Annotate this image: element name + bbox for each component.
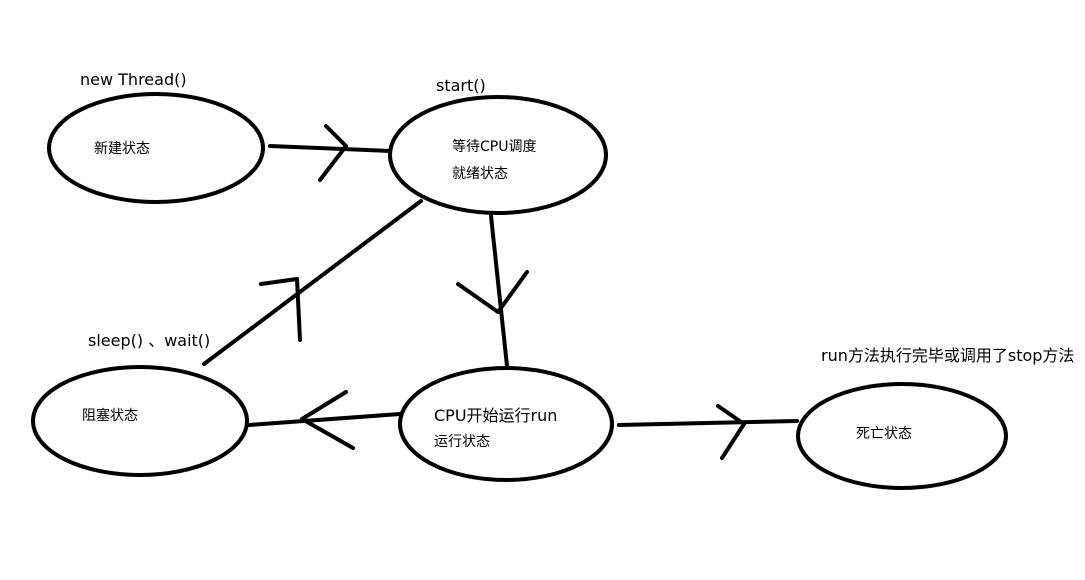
edge-blocked-to-ready <box>202 199 423 366</box>
run-complete-caption: run方法执行完毕或调用了stop方法 <box>821 346 1075 365</box>
start-caption: start() <box>436 76 486 95</box>
state-blocked-label: 阻塞状态 <box>82 408 138 424</box>
arrowhead-running-to-dead <box>716 404 746 460</box>
state-running-node <box>398 366 614 482</box>
edge-new-to-ready <box>268 144 392 153</box>
state-ready-line1: 等待CPU调度 <box>452 139 537 155</box>
state-dead-node <box>796 382 1008 490</box>
arrowhead-new-to-ready <box>318 124 348 182</box>
state-ready-node <box>388 95 608 215</box>
state-blocked-node <box>31 365 249 477</box>
state-new-node <box>47 92 265 204</box>
arrowhead-blocked-to-ready <box>259 277 302 342</box>
state-ready-label: 就绪状态 <box>452 166 508 182</box>
sleep-wait-caption: sleep() 、wait() <box>88 331 211 350</box>
edge-running-to-blocked <box>247 412 402 427</box>
edge-ready-to-running <box>489 214 509 368</box>
edge-running-to-dead <box>617 419 799 427</box>
arrowhead-ready-to-running <box>456 270 529 314</box>
new-thread-caption: new Thread() <box>80 70 187 89</box>
state-dead-label: 死亡状态 <box>856 426 912 442</box>
state-running-line1: CPU开始运行run <box>434 406 558 425</box>
state-new-label: 新建状态 <box>94 141 150 157</box>
state-running-label: 运行状态 <box>434 434 490 450</box>
arrowhead-running-to-blocked <box>300 390 355 450</box>
